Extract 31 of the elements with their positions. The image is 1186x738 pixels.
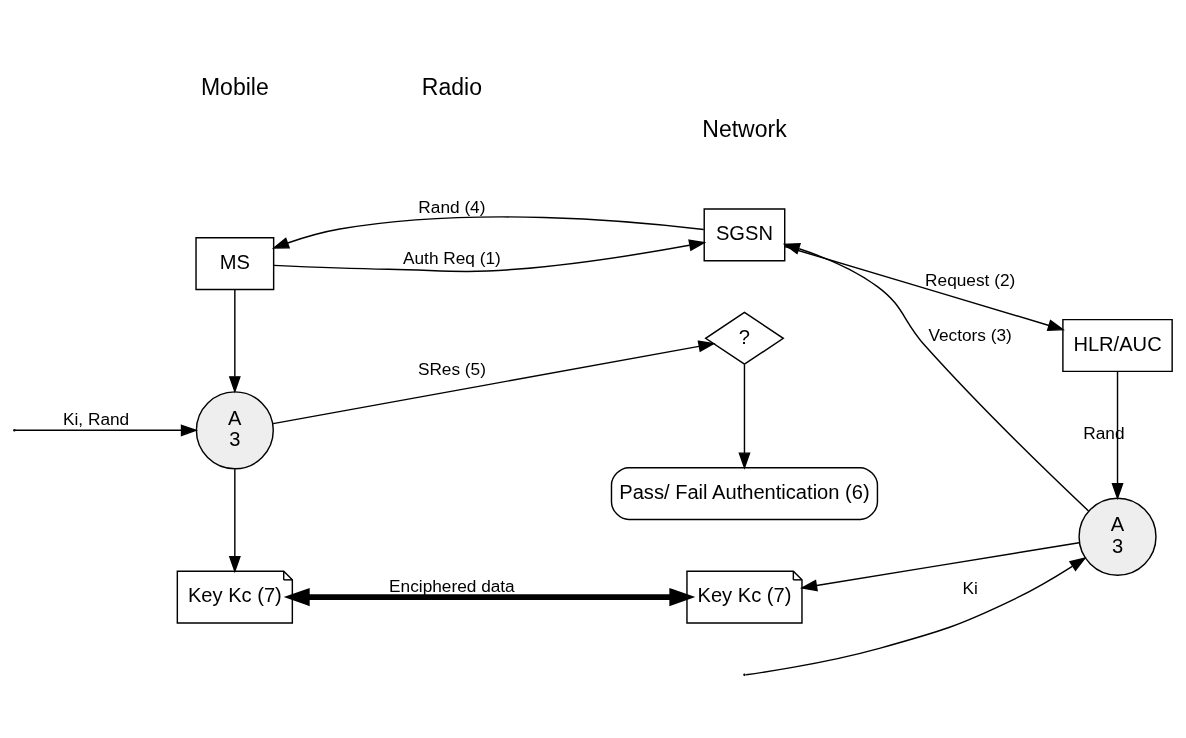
label: Radio [421,73,482,100]
arrow [784,245,1065,331]
arrow [799,541,1080,591]
node-circle: A 3 [195,390,274,469]
edge-label: Vectors (3) [928,324,1012,345]
edge-label: Auth Req (1) [403,247,501,268]
node-box: SGSN [703,207,786,261]
arrow [1111,370,1124,500]
edge-label: Rand (4) [418,196,486,217]
edge-label: Enciphered data [389,575,515,596]
arrow [745,556,1087,675]
arrow [273,238,707,272]
label: Network [702,115,787,142]
node-box: MS [195,236,275,290]
edge-label: Ki, Rand [63,408,130,429]
arrow [14,423,199,436]
arrow [738,363,751,470]
node-box: HLR/AUC [1062,318,1173,372]
arrow [782,242,1090,512]
arrow [272,339,716,424]
edge-label: Ki [962,577,978,598]
node-circle: A 3 [1078,497,1157,576]
label: Mobile [200,73,269,100]
arrow [228,468,241,573]
node-box: Pass/ Fail Authentication (6) [610,466,879,520]
edge-label: SRes (5) [417,358,486,379]
arrow [283,587,696,606]
edge-label: Request (2) [925,269,1016,290]
node-diamond: ? [704,311,785,365]
arrow [271,215,705,249]
arrow [228,288,241,393]
